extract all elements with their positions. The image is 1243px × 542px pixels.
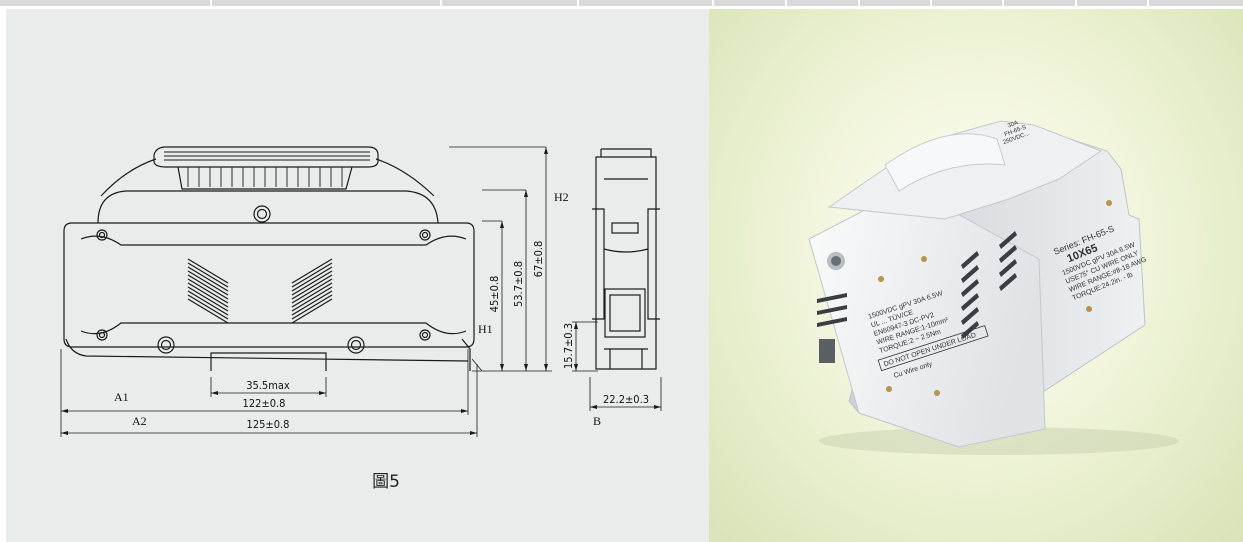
side-dimension-lines (572, 321, 662, 411)
side-dimension-arrows (574, 322, 661, 409)
dim-53-7: 53.7±0.8 (512, 261, 525, 307)
product-photo-panel: Series: FH-65-S 10X65 1500VDC gPV 30A 6.… (709, 9, 1243, 542)
strip-divider (858, 0, 860, 6)
strip-divider (1002, 0, 1004, 6)
technical-drawing-panel: 35.5max 122±0.8 125±0.8 45±0.8 53.7±0.8 … (6, 9, 709, 542)
strip-divider (930, 0, 932, 6)
label-h1: H1 (478, 322, 493, 336)
fuse-holder-body (63, 222, 475, 371)
strip-divider (577, 0, 579, 6)
dim-122: 122±0.8 (243, 397, 286, 410)
strip-divider (440, 0, 442, 6)
label-a2: A2 (132, 414, 147, 428)
dim-35-5: 35.5max (246, 379, 290, 392)
product-vents (817, 231, 1017, 339)
strip-divider (1147, 0, 1149, 6)
fuse-holder-handle (100, 146, 435, 197)
strip-divider (210, 0, 212, 6)
product-screws (878, 200, 1112, 396)
vent-slots-right (291, 258, 333, 324)
label-a1: A1 (114, 390, 129, 404)
product-handle-grip (884, 133, 1006, 192)
din-clip (210, 352, 327, 371)
strip-divider (712, 0, 714, 6)
side-view (592, 148, 660, 370)
dim-67: 67±0.8 (532, 241, 545, 278)
strip-divider (785, 0, 787, 6)
product-terminal-window (819, 339, 835, 363)
fuse-holder-photo: Series: FH-65-S 10X65 1500VDC gPV 30A 6.… (808, 120, 1179, 455)
label-h2: H2 (554, 190, 569, 204)
dimension-arrows (61, 147, 548, 435)
dim-45: 45±0.8 (488, 276, 501, 313)
dim-15-7: 15.7±0.3 (562, 323, 575, 369)
fuse-holder-cap (97, 190, 439, 224)
strip-divider (1075, 0, 1077, 6)
figure-caption: 圖5 (372, 472, 400, 492)
handle-label-line: 30A (1007, 120, 1019, 129)
dimension-lines (60, 146, 552, 437)
dim-125: 125±0.8 (247, 418, 290, 431)
product-label-right: Series: FH-65-S 10X65 1500VDC gPV 30A 6.… (1052, 223, 1148, 302)
technical-drawing: 35.5max 122±0.8 125±0.8 45±0.8 53.7±0.8 … (60, 146, 662, 492)
label-b: B (593, 414, 601, 428)
top-strip (0, 0, 1243, 6)
dim-22-2: 22.2±0.3 (603, 393, 649, 406)
vent-slots-left (187, 258, 229, 324)
